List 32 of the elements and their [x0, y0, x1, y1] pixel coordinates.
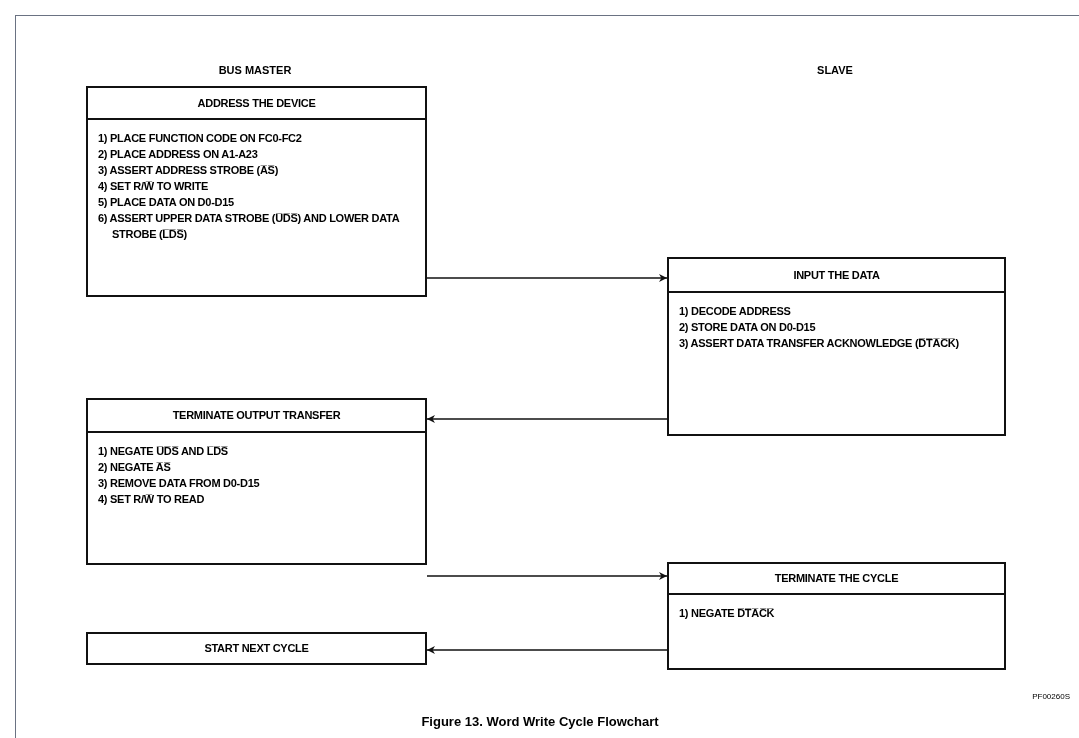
step-item: 1) DECODE ADDRESS	[679, 304, 792, 319]
step-item: 1) PLACE FUNCTION CODE ON FC0-FC2	[98, 131, 303, 146]
arrow	[426, 274, 668, 282]
process-box	[667, 562, 1006, 670]
arrow	[426, 572, 668, 580]
step-heading: TERMINATE THE CYCLE	[774, 571, 899, 587]
column-heading: SLAVE	[816, 63, 854, 78]
step-item: 2) NEGATE A̅S̅	[98, 460, 172, 475]
process-box	[667, 257, 1006, 436]
column-heading: BUS MASTER	[217, 63, 293, 78]
step-item: 4) SET R/W̅ TO READ	[98, 492, 206, 507]
step-heading: ADDRESS THE DEVICE	[197, 95, 316, 111]
arrow	[426, 415, 668, 423]
process-box	[86, 398, 427, 565]
step-item: 3) ASSERT ADDRESS STROBE (A̅S̅)	[98, 163, 280, 178]
step-heading: TERMINATE OUTPUT TRANSFER	[172, 408, 341, 424]
process-box	[86, 86, 427, 297]
process-box	[86, 632, 427, 665]
arrow	[426, 646, 668, 654]
figure-code: PF00260S	[1031, 691, 1070, 703]
step-item: 3) ASSERT DATA TRANSFER ACKNOWLEDGE (D̅T̅A̅C̅K̅)	[679, 336, 960, 351]
step-heading: START NEXT CYCLE	[204, 641, 309, 657]
step-item: 2) STORE DATA ON D0-D15	[679, 320, 817, 335]
step-item: 4) SET R/W̅ TO WRITE	[98, 179, 210, 194]
step-item: 3) REMOVE DATA FROM D0-D15	[98, 476, 261, 491]
figure-caption: Figure 13. Word Write Cycle Flowchart	[420, 713, 660, 731]
step-item: 1) NEGATE D̅T̅A̅C̅K̅	[679, 606, 776, 621]
step-item: 6) ASSERT UPPER DATA STROBE (U̅D̅S̅) AND LOWER DATA STROBE (L̅D̅S̅)	[98, 211, 401, 242]
step-item: 5) PLACE DATA ON D0-D15	[98, 195, 235, 210]
step-item: 2) PLACE ADDRESS ON A1-A23	[98, 147, 259, 162]
step-item: 1) NEGATE U̅D̅S̅ AND L̅D̅S̅	[98, 444, 229, 459]
step-heading: INPUT THE DATA	[793, 267, 880, 283]
